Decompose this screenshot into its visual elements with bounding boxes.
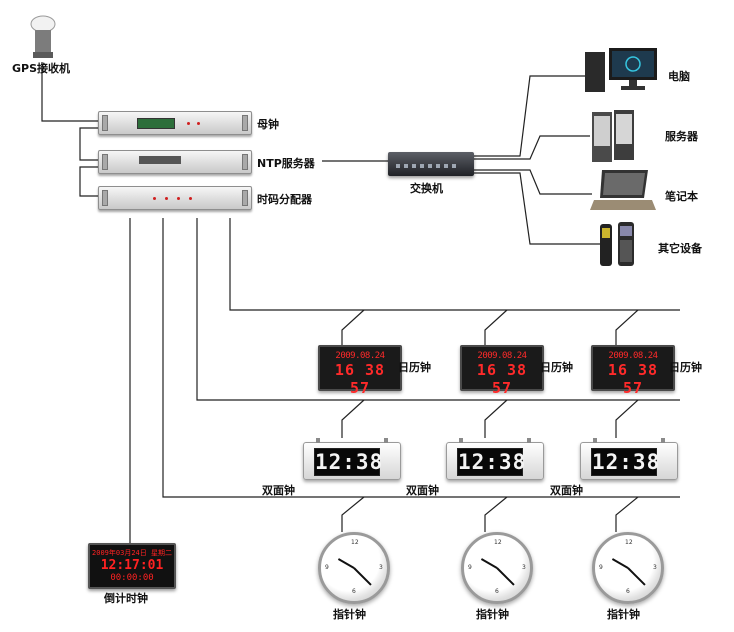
calendar-clock-label: 日历钟 bbox=[669, 361, 702, 374]
double-clock-time: 12:38 bbox=[457, 448, 527, 476]
calendar-date: 2009.08.24 bbox=[477, 351, 527, 361]
laptop-icon bbox=[590, 170, 656, 210]
switch-label: 交换机 bbox=[410, 182, 443, 195]
double-clock-label: 双面钟 bbox=[406, 484, 439, 497]
double-sided-clock: 12:38 bbox=[580, 438, 678, 480]
countdown-time: 12:17:01 bbox=[100, 558, 164, 573]
time-code-distributor-unit bbox=[98, 186, 252, 210]
handheld-terminal-icon bbox=[600, 222, 634, 266]
calendar-clock-label: 日历钟 bbox=[398, 361, 431, 374]
analog-clock-icon: 12 3 6 9 bbox=[318, 532, 390, 604]
calendar-time: 16 38 57 bbox=[607, 361, 659, 397]
gps-antenna-icon bbox=[30, 15, 56, 58]
double-sided-clock: 12:38 bbox=[446, 438, 544, 480]
network-switch bbox=[388, 152, 474, 176]
countdown-date: 2009年03月24日 星期二 bbox=[92, 549, 172, 557]
countdown-clock-label: 倒计时钟 bbox=[104, 592, 148, 605]
master-clock-label: 母钟 bbox=[257, 118, 279, 131]
analog-clock-label: 指针钟 bbox=[333, 608, 366, 621]
gps-receiver-label: GPS接收机 bbox=[12, 62, 71, 75]
calendar-clock-label: 日历钟 bbox=[540, 361, 573, 374]
calendar-clock: 2009.08.24 16 38 57 bbox=[460, 345, 544, 397]
master-clock-unit bbox=[98, 111, 252, 135]
calendar-date: 2009.08.24 bbox=[608, 351, 658, 361]
server-tower-icon bbox=[592, 110, 634, 162]
analog-clock-label: 指针钟 bbox=[607, 608, 640, 621]
double-clock-time: 12:38 bbox=[591, 448, 661, 476]
double-sided-clock: 12:38 bbox=[303, 438, 401, 480]
other-device-label: 其它设备 bbox=[658, 242, 702, 255]
analog-clock-icon: 12 3 6 9 bbox=[461, 532, 533, 604]
analog-clock-label: 指针钟 bbox=[476, 608, 509, 621]
ntp-server-label: NTP服务器 bbox=[257, 157, 315, 170]
laptop-label: 笔记本 bbox=[665, 190, 698, 203]
distributor-label: 时码分配器 bbox=[257, 193, 312, 206]
countdown-timer: 00:00:00 bbox=[110, 573, 154, 583]
double-clock-time: 12:38 bbox=[314, 448, 384, 476]
analog-clock-icon: 12 3 6 9 bbox=[592, 532, 664, 604]
double-clock-label: 双面钟 bbox=[262, 484, 295, 497]
calendar-clock: 2009.08.24 16 38 57 bbox=[591, 345, 675, 397]
server-label: 服务器 bbox=[665, 130, 698, 143]
countdown-clock: 2009年03月24日 星期二 12:17:01 00:00:00 bbox=[88, 543, 176, 589]
calendar-date: 2009.08.24 bbox=[335, 351, 385, 361]
calendar-time: 16 38 57 bbox=[334, 361, 386, 397]
double-clock-label: 双面钟 bbox=[550, 484, 583, 497]
calendar-time: 16 38 57 bbox=[476, 361, 528, 397]
desktop-computer-icon bbox=[585, 48, 657, 92]
calendar-clock: 2009.08.24 16 38 57 bbox=[318, 345, 402, 397]
ntp-server-unit bbox=[98, 150, 252, 174]
computer-label: 电脑 bbox=[668, 70, 690, 83]
